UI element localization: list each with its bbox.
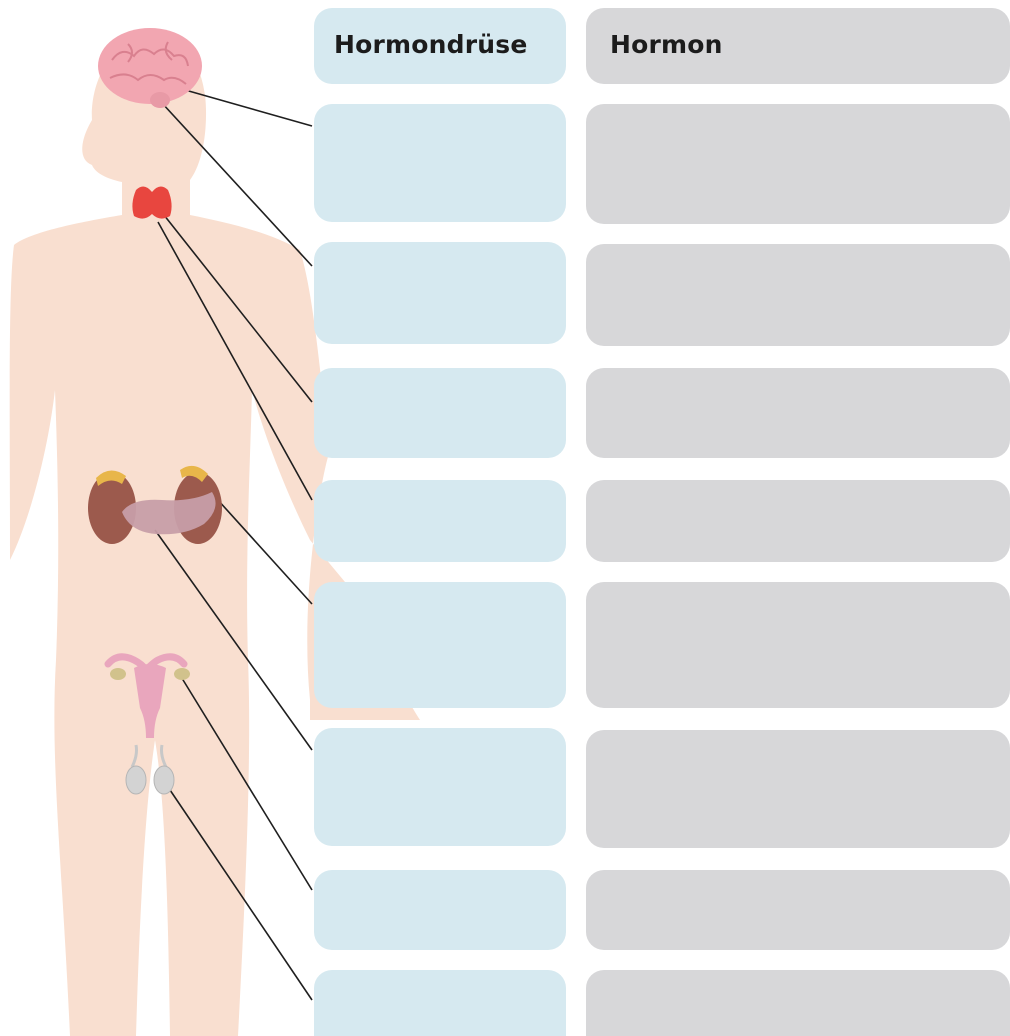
hormone-answer-field-8[interactable] — [586, 970, 1010, 1036]
hormone-column-header-label: Hormon — [610, 30, 723, 59]
hormone-answer-field-2[interactable] — [586, 244, 1010, 346]
gland-column-header-label: Hormondrüse — [334, 30, 528, 59]
gland-answer-field-3[interactable] — [314, 368, 566, 458]
hormone-column-header: Hormon — [586, 8, 1010, 84]
gland-answer-field-8[interactable] — [314, 970, 566, 1036]
gland-answer-field-1[interactable] — [314, 104, 566, 222]
hormone-answer-field-1[interactable] — [586, 104, 1010, 224]
gland-answer-field-6[interactable] — [314, 728, 566, 846]
hormone-answer-field-3[interactable] — [586, 368, 1010, 458]
gland-answer-field-5[interactable] — [314, 582, 566, 708]
gland-column-header: Hormondrüse — [314, 8, 566, 84]
gland-answer-field-7[interactable] — [314, 870, 566, 950]
hormone-answer-field-5[interactable] — [586, 582, 1010, 708]
gland-answer-field-2[interactable] — [314, 242, 566, 344]
hormone-answer-field-7[interactable] — [586, 870, 1010, 950]
gland-answer-field-4[interactable] — [314, 480, 566, 562]
hormone-answer-field-4[interactable] — [586, 480, 1010, 562]
hormone-answer-field-6[interactable] — [586, 730, 1010, 848]
